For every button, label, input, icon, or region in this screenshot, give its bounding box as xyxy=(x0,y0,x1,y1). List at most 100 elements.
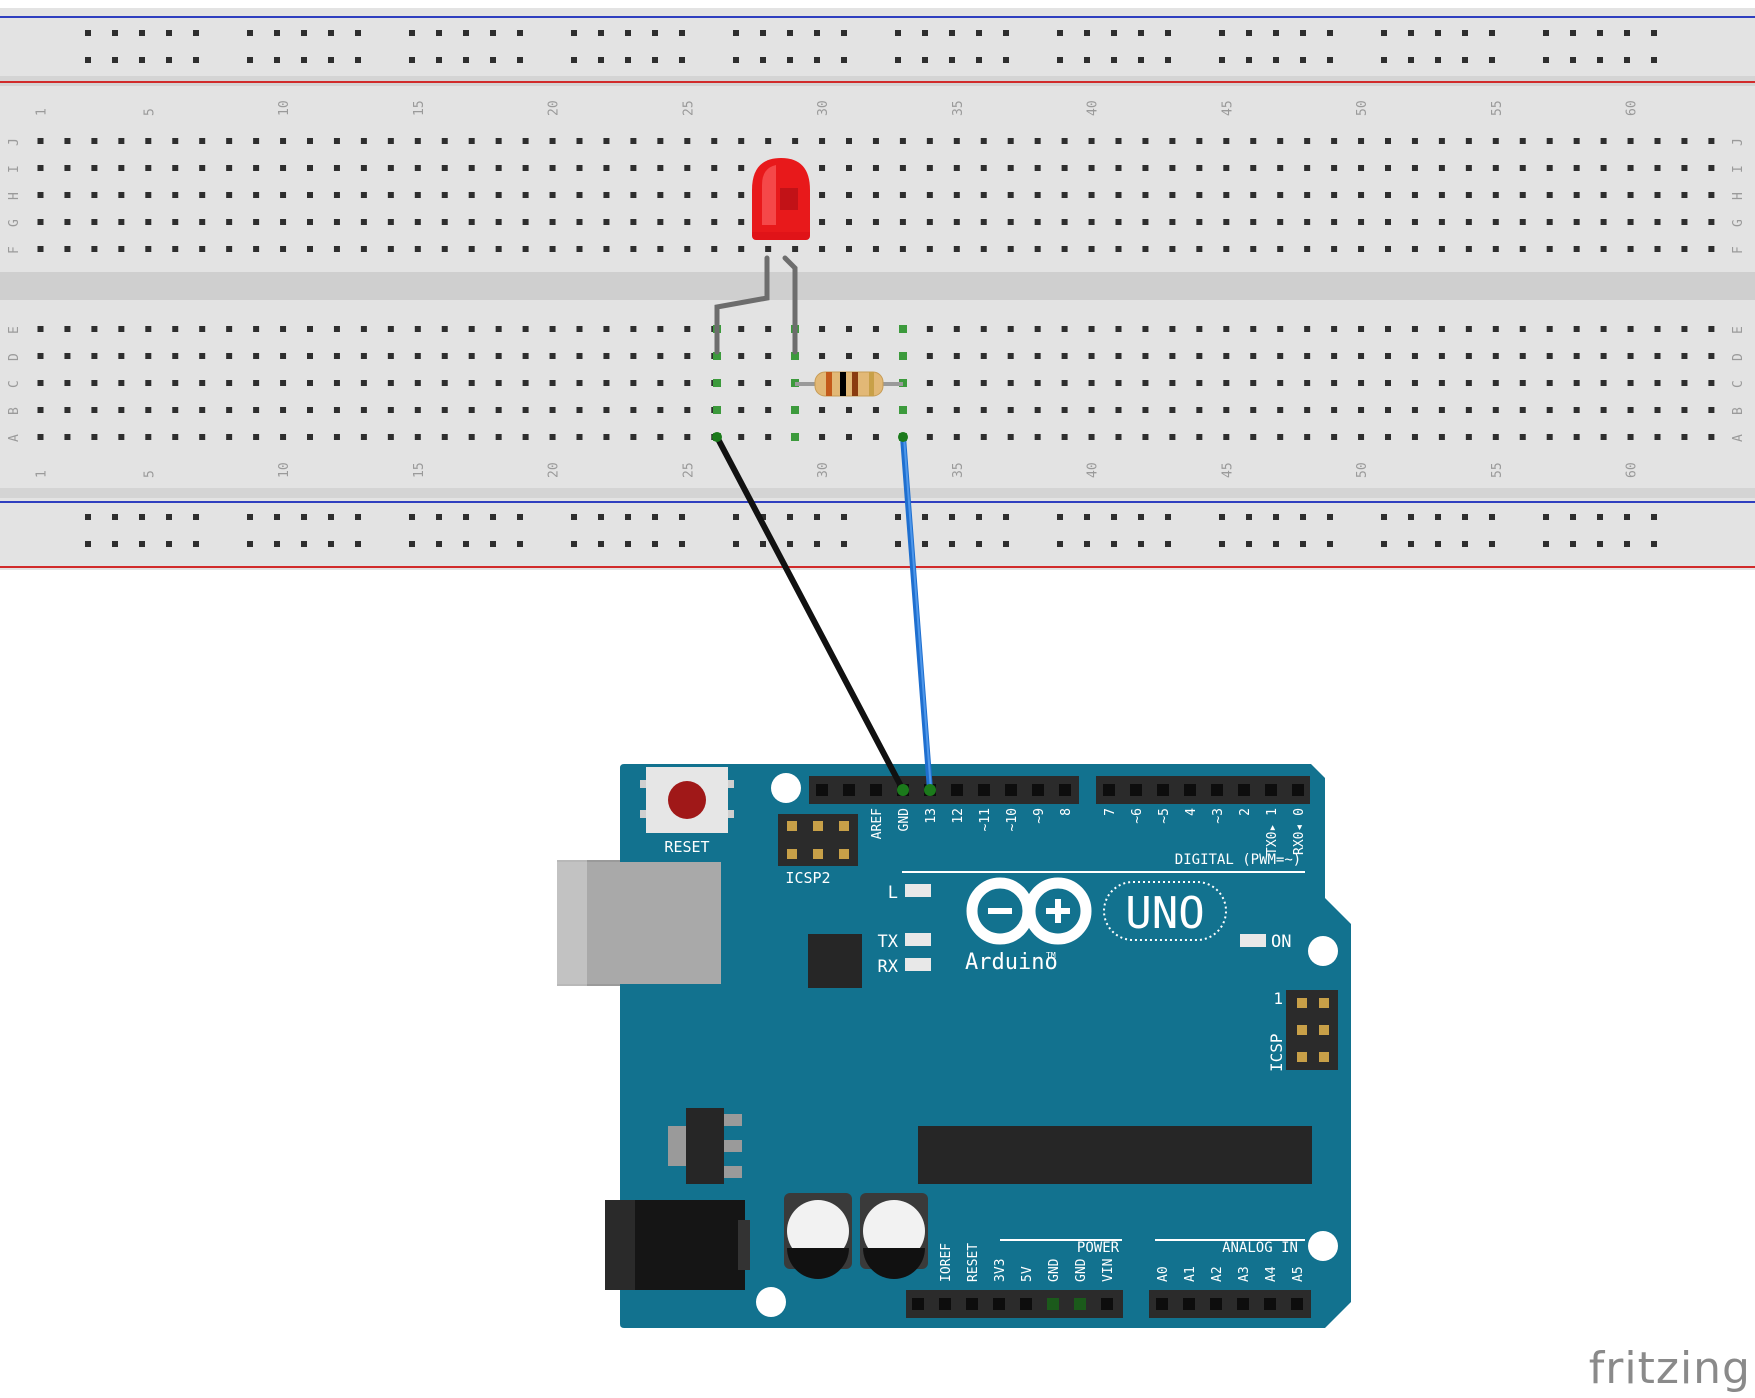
rail-hole[interactable] xyxy=(1084,30,1090,36)
breadboard-hole[interactable] xyxy=(1627,165,1634,171)
rail-hole[interactable] xyxy=(760,514,766,520)
rail-hole[interactable] xyxy=(193,541,199,547)
rail-hole[interactable] xyxy=(1246,514,1252,520)
breadboard-hole[interactable] xyxy=(468,407,475,413)
breadboard-hole[interactable] xyxy=(1681,219,1688,225)
rail-hole[interactable] xyxy=(598,30,604,36)
breadboard-hole[interactable] xyxy=(1304,246,1311,252)
rail-hole[interactable] xyxy=(1165,30,1171,36)
breadboard-hole[interactable] xyxy=(1088,219,1095,225)
breadboard-hole[interactable] xyxy=(468,434,475,440)
breadboard-hole[interactable] xyxy=(765,246,772,252)
rail-hole[interactable] xyxy=(328,541,334,547)
breadboard-hole[interactable] xyxy=(872,219,879,225)
breadboard-hole[interactable] xyxy=(1115,326,1122,332)
breadboard-hole[interactable] xyxy=(1115,246,1122,252)
breadboard-hole[interactable] xyxy=(495,326,502,332)
breadboard-hole[interactable] xyxy=(1331,380,1338,386)
rail-hole[interactable] xyxy=(787,514,793,520)
rail-hole[interactable] xyxy=(517,541,523,547)
breadboard-hole[interactable] xyxy=(37,353,44,359)
breadboard-hole[interactable] xyxy=(953,246,960,252)
breadboard-hole[interactable] xyxy=(199,165,206,171)
breadboard-hole[interactable] xyxy=(1654,326,1661,332)
rail-hole[interactable] xyxy=(247,57,253,63)
breadboard-hole[interactable] xyxy=(819,165,826,171)
rail-hole[interactable] xyxy=(166,30,172,36)
breadboard-hole[interactable] xyxy=(333,434,340,440)
breadboard-hole[interactable] xyxy=(307,192,313,198)
rail-hole[interactable] xyxy=(1597,514,1603,520)
breadboard-hole[interactable] xyxy=(1115,380,1122,386)
breadboard-hole[interactable] xyxy=(1277,380,1284,386)
breadboard-hole[interactable] xyxy=(576,407,583,413)
breadboard-hole[interactable] xyxy=(657,353,664,359)
breadboard-hole[interactable] xyxy=(684,353,691,359)
resistor[interactable] xyxy=(795,371,903,397)
reset-button[interactable] xyxy=(668,781,706,819)
breadboard-hole[interactable] xyxy=(1061,353,1068,359)
breadboard-hole[interactable] xyxy=(1385,434,1391,440)
breadboard-hole[interactable] xyxy=(1681,192,1688,198)
breadboard-hole[interactable] xyxy=(1142,138,1149,144)
breadboard-hole[interactable] xyxy=(630,138,637,144)
breadboard-hole[interactable] xyxy=(872,165,879,171)
breadboard-hole[interactable] xyxy=(1681,165,1688,171)
breadboard-hole[interactable] xyxy=(333,165,340,171)
breadboard-hole[interactable] xyxy=(1627,138,1634,144)
breadboard-hole[interactable] xyxy=(1654,219,1661,225)
breadboard-hole[interactable] xyxy=(64,380,71,386)
breadboard-hole[interactable] xyxy=(387,138,394,144)
breadboard-hole[interactable] xyxy=(280,165,287,171)
breadboard-hole[interactable] xyxy=(1385,246,1391,252)
breadboard-hole[interactable] xyxy=(738,192,745,198)
breadboard-hole[interactable] xyxy=(1708,138,1715,144)
breadboard-hole[interactable] xyxy=(576,219,583,225)
rail-hole[interactable] xyxy=(1489,30,1495,36)
breadboard-hole[interactable] xyxy=(522,138,529,144)
breadboard-hole[interactable] xyxy=(1573,380,1580,386)
rail-hole[interactable] xyxy=(733,57,739,63)
breadboard-hole[interactable] xyxy=(468,138,475,144)
breadboard-hole[interactable] xyxy=(1465,219,1472,225)
breadboard-hole[interactable] xyxy=(360,165,367,171)
breadboard-hole[interactable] xyxy=(819,353,826,359)
header-pin[interactable] xyxy=(1047,1298,1059,1310)
breadboard-hole[interactable] xyxy=(495,165,502,171)
breadboard-hole[interactable] xyxy=(118,138,125,144)
rail-hole[interactable] xyxy=(1219,57,1225,63)
breadboard-hole[interactable] xyxy=(1169,407,1176,413)
breadboard-hole[interactable] xyxy=(280,434,287,440)
breadboard-hole[interactable] xyxy=(1007,138,1014,144)
breadboard-hole[interactable] xyxy=(1492,326,1499,332)
rail-hole[interactable] xyxy=(1570,541,1576,547)
rail-hole[interactable] xyxy=(571,514,577,520)
header-pin[interactable] xyxy=(1020,1298,1032,1310)
breadboard-hole[interactable] xyxy=(37,434,44,440)
rail-hole[interactable] xyxy=(301,514,307,520)
breadboard-hole[interactable] xyxy=(387,246,394,252)
breadboard-hole[interactable] xyxy=(522,353,529,359)
breadboard-hole[interactable] xyxy=(1115,407,1122,413)
breadboard-hole[interactable] xyxy=(145,219,152,225)
breadboard-hole[interactable] xyxy=(253,138,260,144)
breadboard-hole[interactable] xyxy=(1331,326,1338,332)
rail-hole[interactable] xyxy=(1462,541,1468,547)
breadboard-hole[interactable] xyxy=(1385,407,1391,413)
breadboard-hole[interactable] xyxy=(172,246,179,252)
rail-hole[interactable] xyxy=(1408,30,1414,36)
breadboard-hole[interactable] xyxy=(1546,165,1553,171)
breadboard-hole[interactable] xyxy=(1600,407,1607,413)
breadboard-hole[interactable] xyxy=(819,326,826,332)
breadboard-hole[interactable] xyxy=(253,246,260,252)
rail-hole[interactable] xyxy=(1489,514,1495,520)
breadboard-hole[interactable] xyxy=(1169,138,1176,144)
breadboard-hole[interactable] xyxy=(819,219,826,225)
breadboard-hole[interactable] xyxy=(1358,138,1365,144)
rail-hole[interactable] xyxy=(1111,30,1117,36)
breadboard-hole[interactable] xyxy=(1708,326,1715,332)
breadboard-hole[interactable] xyxy=(1573,192,1580,198)
breadboard-hole[interactable] xyxy=(1519,326,1526,332)
breadboard-hole[interactable] xyxy=(1627,326,1634,332)
breadboard-hole[interactable] xyxy=(684,380,691,386)
